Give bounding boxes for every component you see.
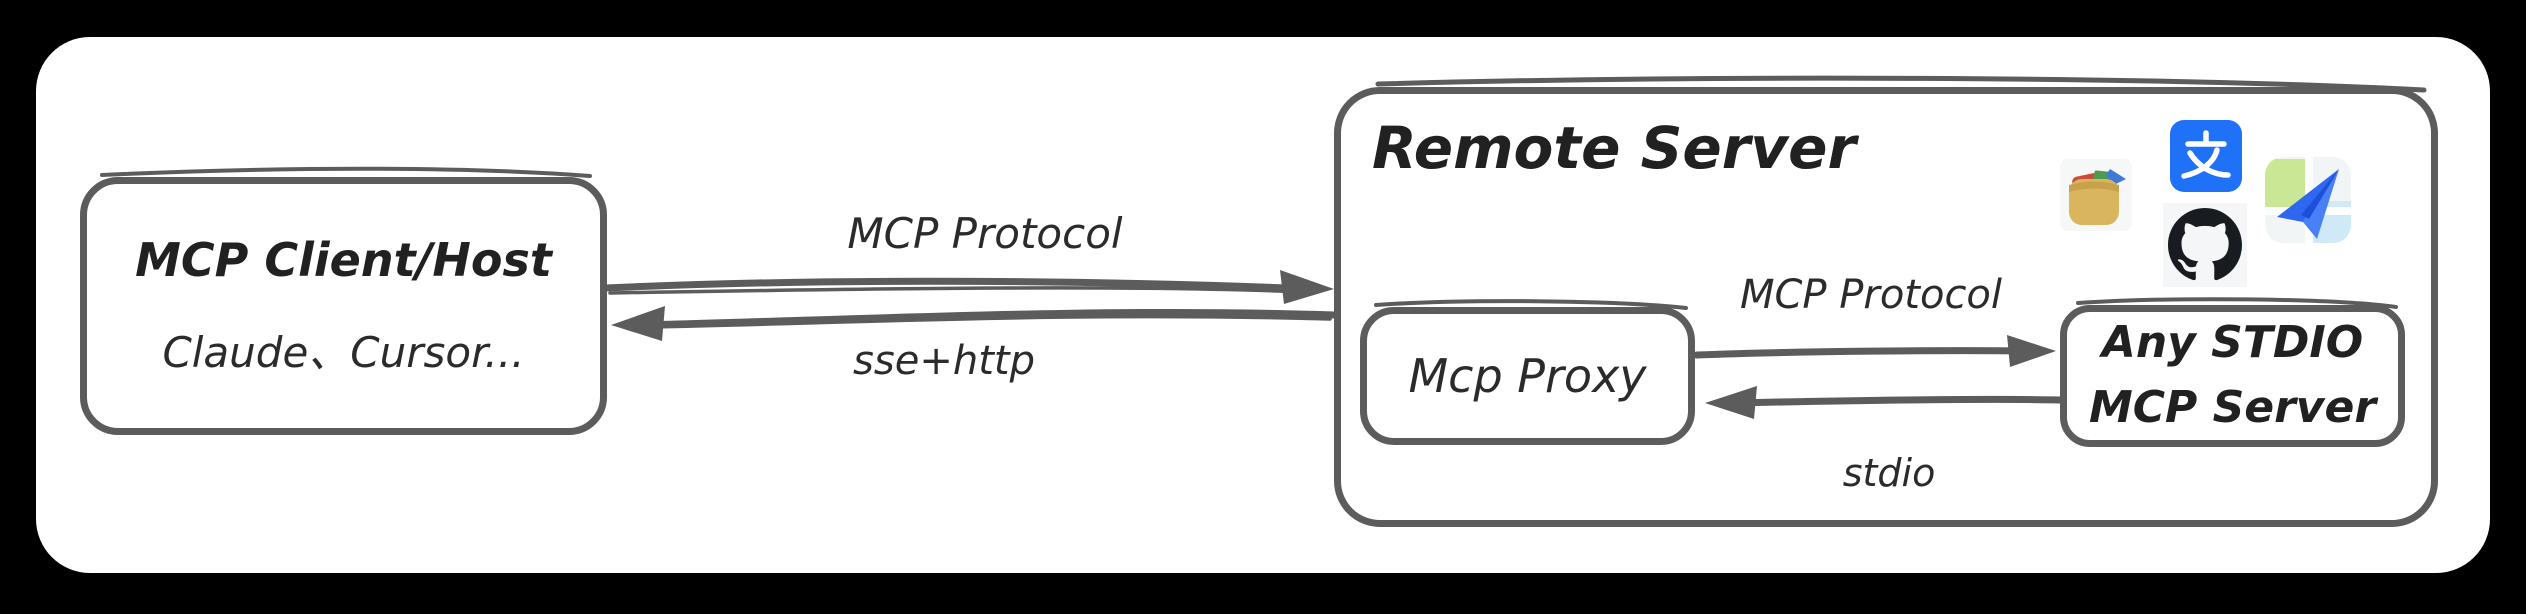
remote-server-group: Remote Server bbox=[1334, 87, 2438, 527]
mcp-proxy-box: Mcp Proxy bbox=[1360, 307, 1695, 445]
github-icon bbox=[2163, 203, 2247, 287]
mcp-client-host-box: MCP Client/Host Claude、Cursor... bbox=[80, 177, 607, 435]
outer-forward-arrow-label: MCP Protocol bbox=[847, 209, 1123, 258]
remote-server-title: Remote Server bbox=[1372, 114, 1857, 182]
inner-back-arrow-label: stdio bbox=[1842, 451, 1936, 495]
shopping-bag-icon bbox=[2060, 159, 2132, 231]
stdio-box-line1: Any STDIO bbox=[2101, 317, 2364, 369]
outer-back-arrow-label: sse+http bbox=[853, 338, 1035, 384]
amap-paper-plane-icon bbox=[2265, 157, 2351, 243]
stdio-box-line2: MCP Server bbox=[2088, 382, 2377, 433]
any-stdio-mcp-server-box: Any STDIO MCP Server bbox=[2060, 305, 2405, 447]
alipay-icon bbox=[2170, 120, 2242, 192]
client-box-title: MCP Client/Host bbox=[135, 233, 552, 288]
inner-forward-arrow-label: MCP Protocol bbox=[1739, 272, 2003, 318]
client-box-subtitle: Claude、Cursor... bbox=[162, 328, 525, 378]
mcp-proxy-label: Mcp Proxy bbox=[1408, 348, 1647, 403]
